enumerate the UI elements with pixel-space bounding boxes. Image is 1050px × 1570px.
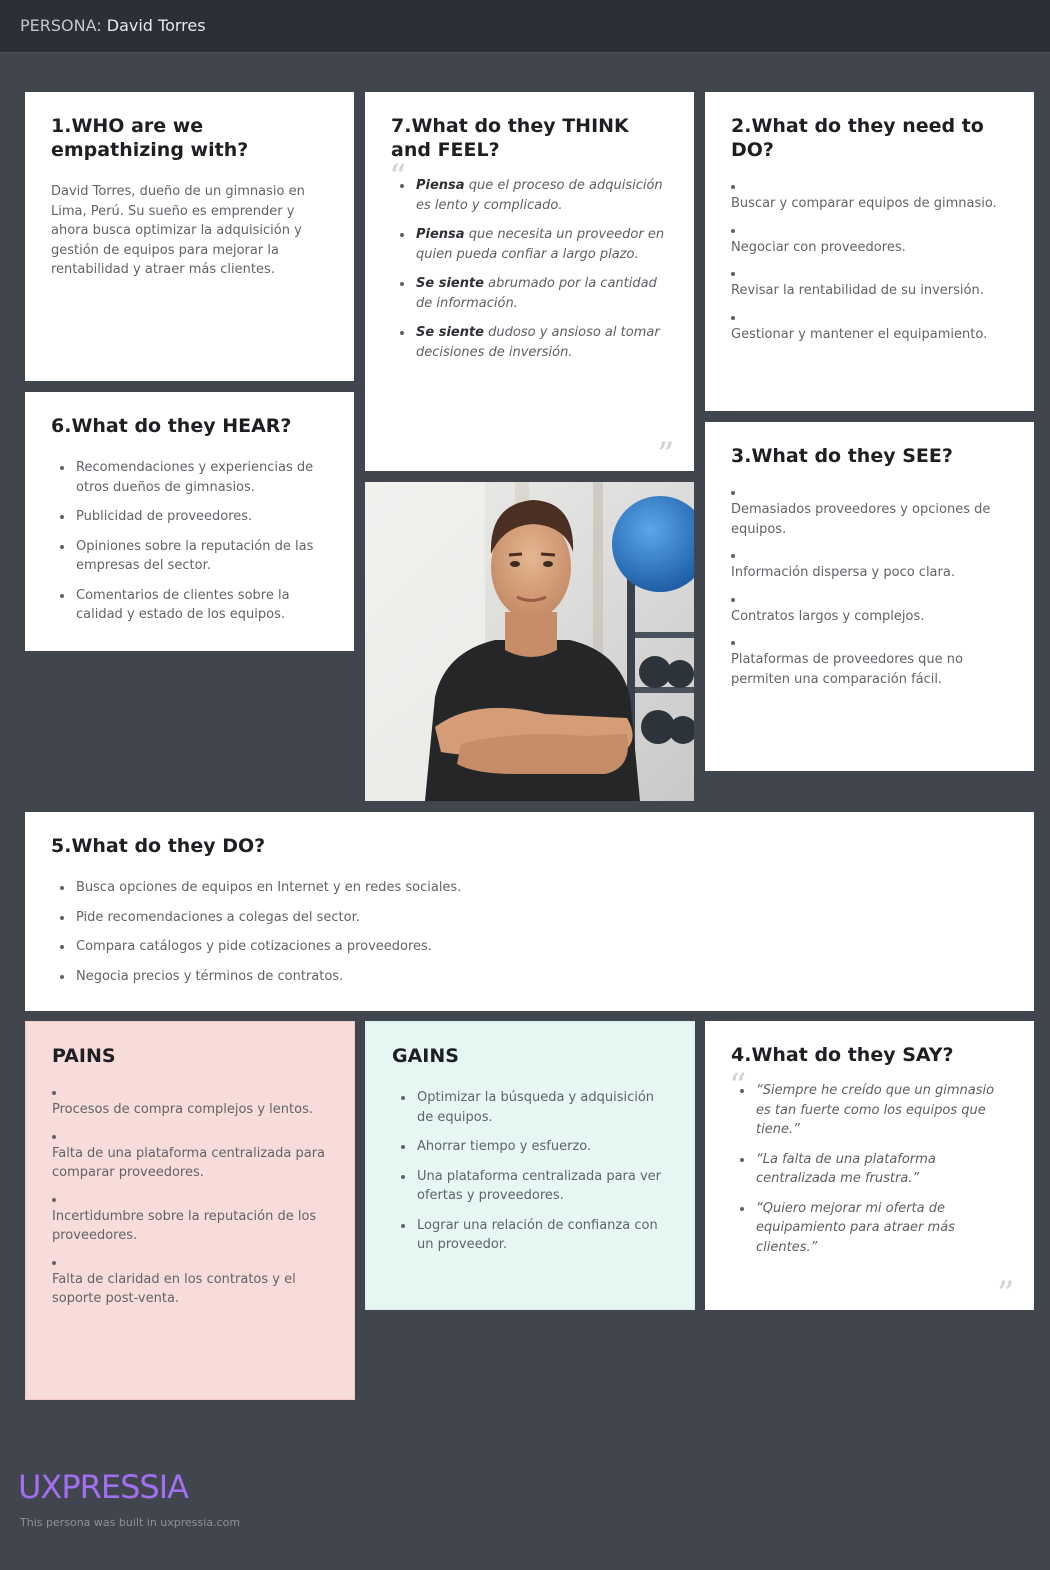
list-item: Falta de una plataforma centralizada par… [52,1132,328,1183]
open-quote-icon: “ [729,1066,747,1106]
uxpressia-logo[interactable]: UXPRESSIA [18,1468,189,1506]
see-card: 3.What do they SEE? Demasiados proveedor… [705,422,1034,771]
list-item: Se siente dudoso y ansioso al tomar deci… [391,323,668,362]
say-title: 4.What do they SAY? [731,1044,954,1066]
pains-list: Procesos de compra complejos y lentos. F… [52,1088,328,1309]
top-bar: PERSONA: David Torres [0,0,1050,53]
who-card: 1.WHO are we empathizing with? David Tor… [25,92,354,381]
gains-list: Optimizar la búsqueda y adquisición de e… [392,1088,668,1255]
gains-title: GAINS [392,1045,459,1067]
need-to-do-title: 2.What do they need to DO? [731,115,984,161]
say-card: 4.What do they SAY? “ “Siempre he creído… [705,1021,1034,1314]
close-quote-icon: ” [657,435,675,475]
list-item: Recomendaciones y experiencias de otros … [51,458,328,497]
see-title: 3.What do they SEE? [731,445,953,467]
persona-name: David Torres [106,16,206,35]
persona-photo [365,482,694,801]
list-item: Compara catálogos y pide cotizaciones a … [51,937,1008,957]
think-feel-list: Piensa que el proceso de adquisición es … [391,176,668,362]
hear-card: 6.What do they HEAR? Recomendaciones y e… [25,392,354,651]
do-list: Busca opciones de equipos en Internet y … [51,878,1008,986]
list-item: Contratos largos y complejos. [731,595,1008,627]
pains-title: PAINS [52,1045,116,1067]
list-item: Gestionar y mantener el equipamiento. [731,313,1008,345]
persona-title: PERSONA: David Torres [20,16,206,35]
list-item: Opiniones sobre la reputación de las emp… [51,537,328,576]
list-item: Revisar la rentabilidad de su inversión. [731,269,1008,301]
list-item: Piensa que el proceso de adquisición es … [391,176,668,215]
list-item: Buscar y comparar equipos de gimnasio. [731,182,1008,214]
hear-title: 6.What do they HEAR? [51,415,292,437]
who-text: David Torres, dueño de un gimnasio en Li… [51,184,305,277]
hear-list: Recomendaciones y experiencias de otros … [51,458,328,625]
need-to-do-card: 2.What do they need to DO? Buscar y comp… [705,92,1034,411]
list-item: “Siempre he creído que un gimnasio es ta… [731,1081,1008,1140]
gains-card: GAINS Optimizar la búsqueda y adquisició… [365,1021,695,1310]
say-list: “Siempre he creído que un gimnasio es ta… [731,1081,1008,1257]
list-item: Falta de claridad en los contratos y el … [52,1258,328,1309]
persona-prefix: PERSONA: [20,16,102,35]
list-item: Negociar con proveedores. [731,226,1008,258]
think-feel-card: 7.What do they THINK and FEEL? “ Piensa … [365,92,694,475]
list-item: Pide recomendaciones a colegas del secto… [51,908,1008,928]
list-item: Se siente abrumado por la cantidad de in… [391,274,668,313]
need-to-do-list: Buscar y comparar equipos de gimnasio. N… [731,182,1008,344]
list-item: “La falta de una plataforma centralizada… [731,1150,1008,1189]
list-item: Publicidad de proveedores. [51,507,328,527]
list-item: Una plataforma centralizada para ver ofe… [392,1167,668,1206]
close-quote-icon: ” [997,1274,1015,1314]
pains-card: PAINS Procesos de compra complejos y len… [25,1021,355,1400]
think-feel-title: 7.What do they THINK and FEEL? [391,115,629,161]
do-card: 5.What do they DO? Busca opciones de equ… [25,812,1034,1011]
list-item: Optimizar la búsqueda y adquisición de e… [392,1088,668,1127]
list-item: Plataformas de proveedores que no permit… [731,638,1008,689]
footer-note: This persona was built in uxpressia.com [20,1516,241,1529]
who-title: 1.WHO are we empathizing with? [51,115,249,161]
list-item: Comentarios de clientes sobre la calidad… [51,586,328,625]
do-title: 5.What do they DO? [51,835,266,857]
list-item: Negocia precios y términos de contratos. [51,967,1008,987]
list-item: Ahorrar tiempo y esfuerzo. [392,1137,668,1157]
list-item: Incertidumbre sobre la reputación de los… [52,1195,328,1246]
list-item: Busca opciones de equipos en Internet y … [51,878,1008,898]
list-item: Demasiados proveedores y opciones de equ… [731,488,1008,539]
list-item: Información dispersa y poco clara. [731,551,1008,583]
list-item: Procesos de compra complejos y lentos. [52,1088,328,1120]
list-item: “Quiero mejorar mi oferta de equipamient… [731,1199,1008,1258]
list-item: Lograr una relación de confianza con un … [392,1216,668,1255]
list-item: Piensa que necesita un proveedor en quie… [391,225,668,264]
see-list: Demasiados proveedores y opciones de equ… [731,488,1008,689]
